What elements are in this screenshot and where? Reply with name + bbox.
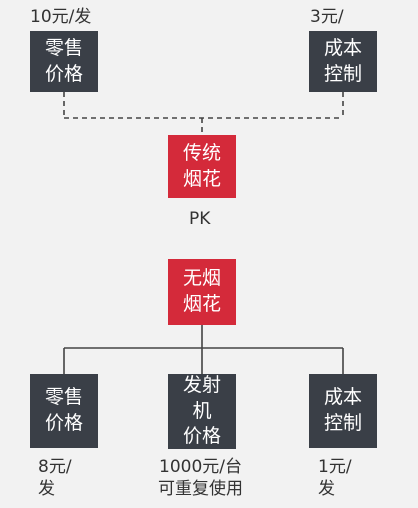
bottom-cost-control-box: 成本 控制 bbox=[309, 374, 377, 448]
top-retail-price-value: 10元/发 bbox=[30, 7, 92, 27]
top-cost-control-value: 3元/ bbox=[310, 7, 344, 27]
bottom-retail-price-box: 零售 价格 bbox=[30, 374, 98, 448]
launcher-price-box: 发射 机 价格 bbox=[168, 374, 236, 449]
top-retail-price-box: 零售 价格 bbox=[30, 31, 98, 92]
top-dashed-connectors bbox=[63, 92, 344, 135]
launcher-price-value: 1000元/台 可重复使用 bbox=[158, 457, 243, 500]
bottom-tree-connectors bbox=[63, 325, 344, 374]
pk-label: PK bbox=[189, 209, 211, 229]
top-cost-control-box: 成本 控制 bbox=[309, 31, 377, 92]
smokeless-fireworks-box: 无烟 烟花 bbox=[168, 259, 236, 325]
bottom-retail-price-value: 8元/ 发 bbox=[38, 457, 72, 500]
bottom-cost-control-value: 1元/ 发 bbox=[318, 457, 352, 500]
traditional-fireworks-box: 传统 烟花 bbox=[168, 135, 236, 198]
